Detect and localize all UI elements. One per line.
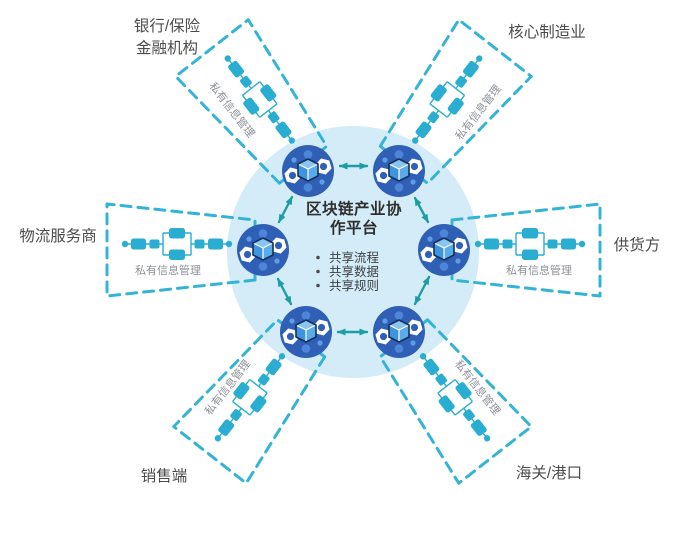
label-banking-line2: 金融机构: [136, 39, 198, 57]
label-logistics: 物流服务商: [19, 227, 97, 245]
label-banking-line1: 银行/保险: [134, 17, 201, 35]
bullet-dot-icon: [316, 283, 320, 288]
double-arrow-icon: [413, 275, 431, 306]
label-supplier: 供货方: [614, 236, 661, 254]
double-arrow-icon: [277, 195, 294, 224]
blockchain-node: [279, 305, 333, 359]
blockchain-node: [281, 144, 335, 198]
private-info-label: 私有信息管理: [506, 263, 572, 277]
double-arrow-icon: [413, 196, 430, 224]
blockchain-node: [372, 144, 426, 198]
bullet-dot-icon: [316, 255, 320, 260]
hub-bullet-3: 共享规则: [329, 278, 379, 293]
blockchain-node: [236, 223, 290, 277]
private-info-label: 私有信息管理: [135, 263, 201, 277]
label-sales: 销售端: [141, 467, 188, 485]
hub-text-block: 区块链产业协 作平台 共享流程 共享数据 共享规则: [306, 199, 402, 293]
participant-labels: 银行/保险 金融机构 核心制造业 供货方 海关/港口 销售端 物流服务商: [19, 17, 660, 485]
blockchain-node: [417, 223, 471, 277]
hub-title-line2: 作平台: [330, 218, 378, 237]
hub-title-line1: 区块链产业协: [306, 199, 402, 218]
blockchain-node: [372, 305, 426, 359]
label-manufacturing: 核心制造业: [508, 23, 586, 41]
hub-edge-arrows: [276, 162, 431, 336]
hub-bullet-2: 共享数据: [329, 264, 379, 279]
bullet-dot-icon: [316, 269, 320, 274]
hub-bullet-1: 共享流程: [329, 250, 380, 265]
double-arrow-icon: [276, 277, 293, 306]
label-customs: 海关/港口: [516, 464, 582, 482]
